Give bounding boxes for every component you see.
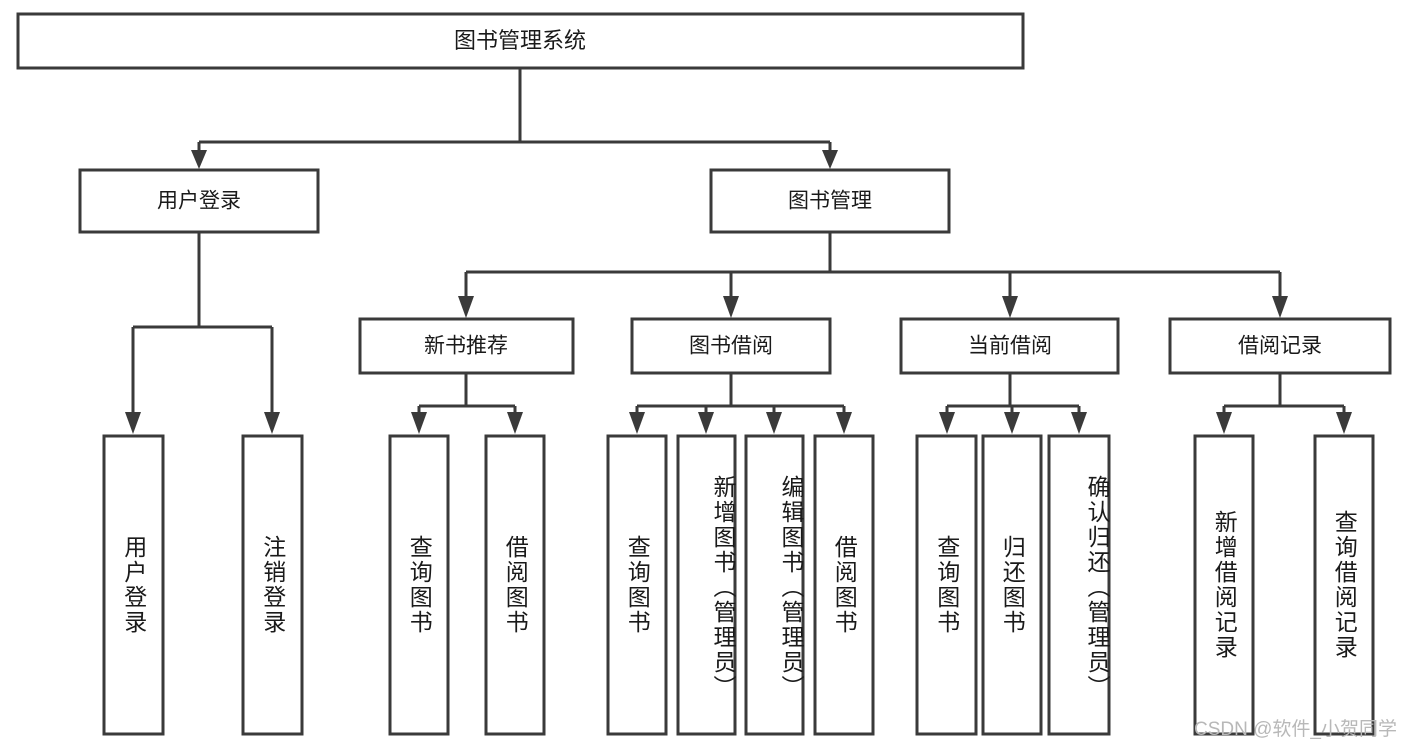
arrow-to-current-borrow (1002, 296, 1018, 318)
connector-book-borrow-branch (635, 373, 846, 412)
arrow-book-borrow-leaf-1 (629, 412, 645, 434)
arrow-book-borrow-leaf-4 (836, 412, 852, 434)
leaf-box-user-login-2[interactable] (241, 434, 304, 736)
arrow-current-borrow-leaf-2 (1004, 412, 1020, 434)
arrow-user-login-leaf-2 (264, 412, 280, 434)
node-root-label: 图书管理系统 (454, 28, 586, 53)
leaf-box-current-borrow-3[interactable] (1047, 434, 1111, 736)
arrow-book-borrow-leaf-3 (766, 412, 782, 434)
connector-new-book-branch (417, 373, 517, 412)
connector-user-login-branch (131, 233, 274, 412)
arrow-current-borrow-leaf-3 (1071, 412, 1087, 434)
connector-root-stem (197, 68, 832, 150)
leaf-box-book-borrow-3[interactable] (744, 434, 805, 736)
node-borrow-record[interactable]: 借阅记录 (1168, 317, 1392, 375)
node-new-book-recommend[interactable]: 新书推荐 (358, 317, 575, 375)
leaf-box-new-book-2[interactable] (484, 434, 546, 736)
arrow-to-user-login (191, 150, 207, 169)
leaf-box-current-borrow-1[interactable] (915, 434, 978, 736)
arrow-book-borrow-leaf-2 (698, 412, 714, 434)
connector-book-manage-branch (464, 233, 1282, 296)
connector-borrow-record-branch (1222, 373, 1346, 412)
node-root[interactable]: 图书管理系统 (16, 12, 1025, 70)
arrow-borrow-record-leaf-1 (1216, 412, 1232, 434)
leaf-box-borrow-record-2[interactable] (1313, 434, 1375, 736)
arrow-to-book-manage (822, 150, 838, 169)
node-book-borrow[interactable]: 图书借阅 (630, 317, 832, 375)
arrow-to-new-book (458, 296, 474, 318)
arrow-to-book-borrow (723, 296, 739, 318)
node-user-login[interactable]: 用户登录 (78, 168, 320, 234)
watermark-text: CSDN @软件_小贺同学 (1194, 719, 1397, 740)
arrow-new-book-leaf-2 (507, 412, 523, 434)
node-user-login-label: 用户登录 (157, 190, 241, 213)
node-book-management[interactable]: 图书管理 (709, 168, 951, 234)
leaf-box-borrow-record-1[interactable] (1193, 434, 1255, 736)
node-book-borrow-label: 图书借阅 (689, 335, 773, 358)
leaf-box-current-borrow-2[interactable] (981, 434, 1043, 736)
node-current-borrow-label: 当前借阅 (968, 335, 1052, 358)
arrow-user-login-leaf-1 (125, 412, 141, 434)
arrow-borrow-record-leaf-2 (1336, 412, 1352, 434)
leaf-box-new-book-1[interactable] (388, 434, 450, 736)
arrow-new-book-leaf-1 (411, 412, 427, 434)
arrow-to-borrow-record (1272, 296, 1288, 318)
node-new-book-recommend-label: 新书推荐 (424, 335, 508, 358)
leaf-box-book-borrow-4[interactable] (813, 434, 875, 736)
node-book-management-label: 图书管理 (788, 190, 872, 213)
node-current-borrow[interactable]: 当前借阅 (899, 317, 1120, 375)
node-borrow-record-label: 借阅记录 (1238, 335, 1322, 358)
connector-current-borrow-branch (945, 373, 1081, 412)
leaf-box-user-login-1[interactable] (102, 434, 165, 736)
arrow-current-borrow-leaf-1 (939, 412, 955, 434)
leaf-box-book-borrow-1[interactable] (606, 434, 668, 736)
leaf-box-book-borrow-2[interactable] (676, 434, 737, 736)
